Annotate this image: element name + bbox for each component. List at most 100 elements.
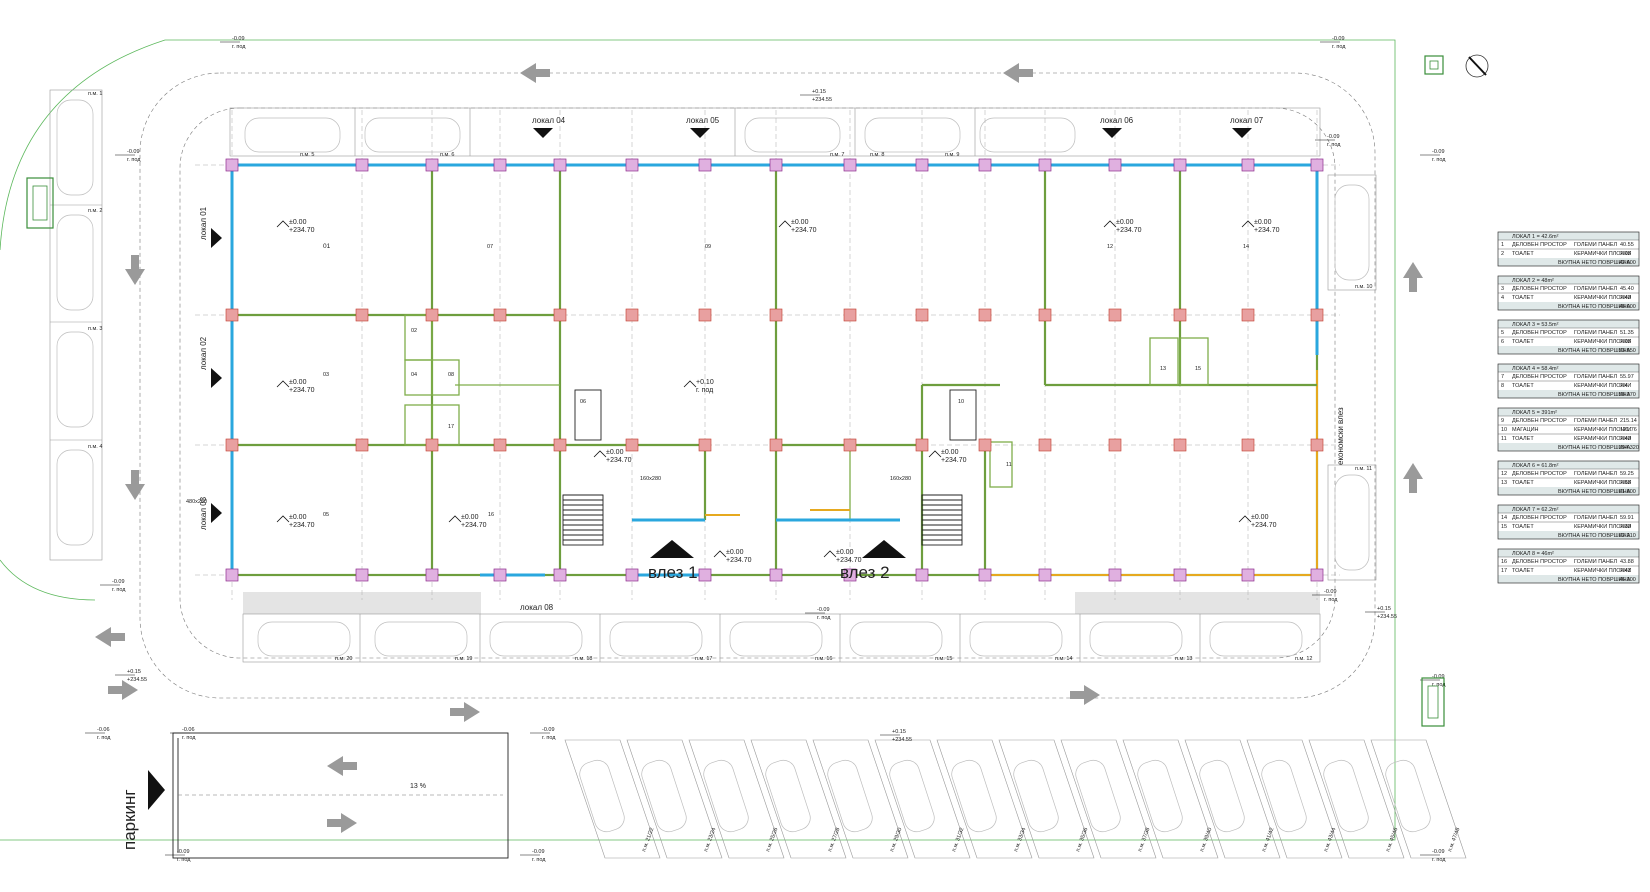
- entry-marker-icon: [211, 503, 222, 523]
- svg-text:2: 2: [1501, 251, 1504, 257]
- svg-text:г. под: г. под: [532, 857, 546, 863]
- arrow-left-icon: [327, 756, 357, 776]
- svg-text:ТОАЛЕТ: ТОАЛЕТ: [1512, 568, 1534, 574]
- column: [225, 158, 239, 172]
- svg-text:53.550: 53.550: [1619, 348, 1636, 354]
- svg-text:14: 14: [1501, 515, 1507, 521]
- spot-label: п.м. 13: [1175, 656, 1192, 662]
- elevation-marker: ±0.00+234.70: [778, 219, 817, 234]
- svg-text:ТОАЛЕТ: ТОАЛЕТ: [1512, 524, 1534, 530]
- svg-text:КЕРАМИЧКИ ПЛОЧКИ: КЕРАМИЧКИ ПЛОЧКИ: [1574, 427, 1631, 433]
- svg-text:121.76: 121.76: [1620, 427, 1637, 433]
- spot-label: п.м. 16: [815, 656, 832, 662]
- svg-text:+234.55: +234.55: [892, 737, 912, 743]
- column: [625, 308, 639, 322]
- svg-text:10: 10: [1501, 427, 1507, 433]
- entry-marker-icon: [211, 368, 222, 388]
- elevation-marker: -0.09г. под: [1420, 674, 1446, 688]
- column: [843, 158, 857, 172]
- arrow-right-icon: [327, 813, 357, 833]
- svg-text:6: 6: [1501, 339, 1504, 345]
- svg-text:ГОЛЕМИ ПАНЕЛ: ГОЛЕМИ ПАНЕЛ: [1574, 330, 1617, 336]
- column: [225, 308, 239, 322]
- left-parking-bays: п.м. 1 п.м. 2 п.м. 3 п.м. 4: [49, 89, 102, 561]
- svg-text:+234.70: +234.70: [836, 557, 862, 564]
- svg-text:-0.09: -0.09: [112, 579, 125, 585]
- svg-text:КЕРАМИЧКИ ПЛОЧКИ: КЕРАМИЧКИ ПЛОЧКИ: [1574, 251, 1631, 257]
- svg-text:+234.70: +234.70: [606, 457, 632, 464]
- svg-text:46.300: 46.300: [1619, 577, 1636, 583]
- svg-text:-0.09: -0.09: [1324, 589, 1337, 595]
- svg-text:ГОЛЕМИ ПАНЕЛ: ГОЛЕМИ ПАНЕЛ: [1574, 471, 1617, 477]
- arrow-up-icon: [1403, 262, 1423, 292]
- svg-text:-0.09: -0.09: [177, 849, 190, 855]
- locale-label: локал 05: [686, 116, 720, 125]
- spot-label: п.м. 5: [300, 152, 314, 158]
- svg-text:+234.55: +234.55: [812, 97, 832, 103]
- column: [625, 438, 639, 452]
- column: [843, 438, 857, 452]
- room-numbers: 01 02 03 04 05 06 07 08 09 10 11 12 13 1…: [323, 243, 1249, 518]
- svg-text:+0.15: +0.15: [1377, 606, 1391, 612]
- column: [915, 158, 929, 172]
- svg-text:ТОАЛЕТ: ТОАЛЕТ: [1512, 383, 1534, 389]
- room-number: 08: [448, 372, 454, 378]
- economic-entrance-label: економски влез: [1336, 407, 1345, 465]
- svg-text:ТОАЛЕТ: ТОАЛЕТ: [1512, 251, 1534, 257]
- elevation-marker: -0.09г. под: [1320, 36, 1346, 50]
- svg-text:ДЕЛОВЕН ПРОСТОР: ДЕЛОВЕН ПРОСТОР: [1512, 559, 1567, 565]
- svg-text:ВКУПНА НЕТО ПОВРШИНА: ВКУПНА НЕТО ПОВРШИНА: [1558, 392, 1631, 398]
- svg-text:ВКУПНА НЕТО ПОВРШИНА: ВКУПНА НЕТО ПОВРШИНА: [1558, 304, 1631, 310]
- entry-marker-icon: [533, 128, 553, 138]
- elevation-marker: ±0.00+234.70: [276, 219, 315, 234]
- svg-text:11: 11: [1501, 436, 1507, 442]
- svg-text:-0.09: -0.09: [127, 149, 140, 155]
- svg-text:2.05: 2.05: [1620, 339, 1631, 345]
- svg-text:43.88: 43.88: [1620, 559, 1634, 565]
- column: [493, 308, 507, 322]
- spot-label: п.м. 1: [88, 91, 102, 97]
- svg-text:+234.70: +234.70: [726, 557, 752, 564]
- room-number: 10: [958, 399, 964, 405]
- svg-text:г. под: г. под: [127, 157, 141, 163]
- column: [1108, 438, 1122, 452]
- svg-text:г. под: г. под: [182, 735, 196, 741]
- column: [915, 308, 929, 322]
- column: [769, 308, 783, 322]
- svg-text:17: 17: [1501, 568, 1507, 574]
- arrow-left-icon: [520, 63, 550, 83]
- elevation-marker: -0.09г. под: [220, 36, 246, 50]
- svg-text:ЛОКАЛ 6 = 61.8m²: ЛОКАЛ 6 = 61.8m²: [1512, 463, 1559, 469]
- column: [978, 438, 992, 452]
- arrow-right-icon: [108, 680, 138, 700]
- column: [1173, 438, 1187, 452]
- svg-text:±0.00: ±0.00: [941, 449, 959, 456]
- parking-label: паркинг: [120, 789, 139, 850]
- spot-label: п.м. 3: [88, 326, 102, 332]
- svg-text:+234.70: +234.70: [461, 522, 487, 529]
- room-number: 01: [323, 243, 331, 250]
- column: [355, 568, 369, 582]
- elevation-marker: -0.09г. под: [1312, 589, 1338, 603]
- column: [1108, 308, 1122, 322]
- entry-marker-icon: [1102, 128, 1122, 138]
- column: [1108, 158, 1122, 172]
- column: [1108, 568, 1122, 582]
- column: [1310, 438, 1324, 452]
- room-number: 13: [1160, 366, 1166, 372]
- svg-text:ВКУПНА НЕТО ПОВРШИНА: ВКУПНА НЕТО ПОВРШИНА: [1558, 489, 1631, 495]
- column: [553, 438, 567, 452]
- svg-text:2.41: 2.41: [1620, 568, 1631, 574]
- svg-text:±0.00: ±0.00: [289, 379, 307, 386]
- svg-text:+234.70: +234.70: [1116, 227, 1142, 234]
- room-number: 09: [705, 244, 711, 250]
- door-size-label: 160x280: [640, 476, 661, 482]
- north-arrow-icon: [1465, 54, 1489, 78]
- svg-text:1: 1: [1501, 242, 1504, 248]
- svg-text:г. под: г. под: [112, 587, 126, 593]
- column: [355, 308, 369, 322]
- elevation-marker: -0.09г. под: [530, 727, 556, 741]
- elevation-marker: -0.09г. под: [1315, 134, 1341, 148]
